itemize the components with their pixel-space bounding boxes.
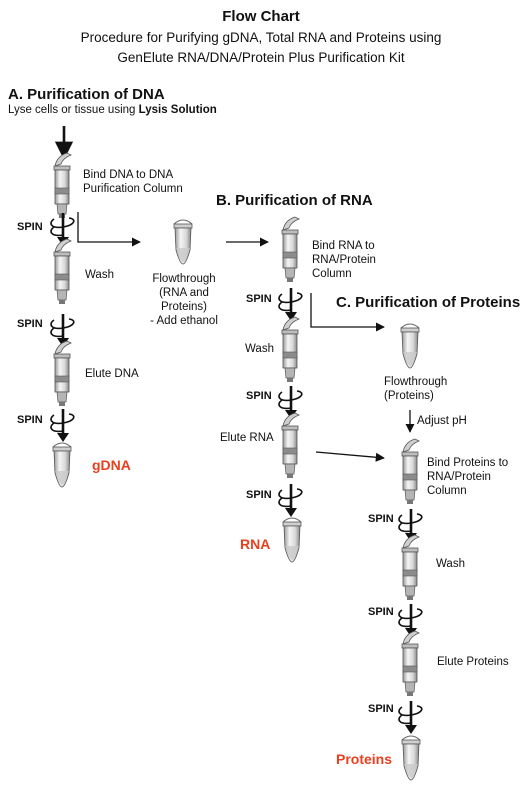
spin-arrow-icon [277, 482, 304, 519]
step-adjust-ph: Adjust pH [417, 415, 467, 427]
spin-column-icon [281, 216, 300, 283]
collection-tube-icon [401, 735, 421, 781]
collection-tube-icon [173, 219, 193, 265]
spin-arrow-icon [397, 699, 424, 736]
spin-column-icon [401, 438, 420, 505]
spin-column-icon [53, 340, 72, 407]
spin-label: SPIN [246, 293, 272, 305]
spin-column-icon [53, 152, 72, 219]
section-a-title: A. Purification of DNA [8, 86, 165, 103]
spin-label: SPIN [368, 513, 394, 525]
spin-label: SPIN [246, 489, 272, 501]
spin-arrow-icon [49, 312, 76, 349]
section-b-title: B. Purification of RNA [216, 192, 373, 209]
step-wash-rna: Wash [245, 343, 274, 355]
flowthrough-rna-proteins: Flowthrough (RNA and Proteins) - Add eth… [150, 273, 218, 327]
spin-label: SPIN [246, 390, 272, 402]
spin-label: SPIN [368, 703, 394, 715]
collection-tube-icon [52, 442, 72, 488]
step-wash-proteins: Wash [436, 558, 465, 570]
spin-column-icon [401, 630, 420, 697]
collection-tube-icon [282, 517, 302, 563]
spin-column-icon [281, 412, 300, 479]
step-elute-dna: Elute DNA [85, 368, 139, 380]
product-gdna: gDNA [92, 457, 131, 473]
step-elute-rna: Elute RNA [220, 432, 274, 444]
spin-arrow-icon [49, 407, 76, 444]
arrow-to-flowthrough [77, 212, 141, 247]
step-elute-proteins: Elute Proteins [437, 656, 509, 668]
arrow-to-protein-column [315, 451, 385, 462]
product-rna: RNA [240, 536, 271, 552]
spin-column-icon [281, 316, 300, 383]
spin-column-icon [53, 238, 72, 305]
spin-column-icon [401, 534, 420, 601]
arrow-to-protein-flowthrough [310, 293, 385, 332]
spin-arrow-icon [277, 384, 304, 421]
lyse-instruction: Lyse cells or tissue using Lysis Solutio… [8, 104, 217, 116]
spin-label: SPIN [17, 221, 43, 233]
spin-label: SPIN [17, 414, 43, 426]
product-proteins: Proteins [336, 751, 393, 767]
spin-label: SPIN [17, 318, 43, 330]
step-wash-dna: Wash [85, 269, 114, 281]
collection-tube-icon [400, 323, 420, 369]
spin-label: SPIN [368, 606, 394, 618]
section-c-title: C. Purification of Proteins [336, 294, 521, 311]
chart-subtitle-line1: Procedure for Purifying gDNA, Total RNA … [80, 30, 442, 45]
spin-arrow-icon [397, 602, 424, 639]
spin-arrow-icon [277, 286, 304, 323]
chart-subtitle-line2: GenElute RNA/DNA/Protein Plus Purificati… [117, 50, 405, 65]
flowthrough-proteins: Flowthrough(Proteins) [384, 376, 448, 402]
chart-title: Flow Chart [222, 8, 300, 25]
